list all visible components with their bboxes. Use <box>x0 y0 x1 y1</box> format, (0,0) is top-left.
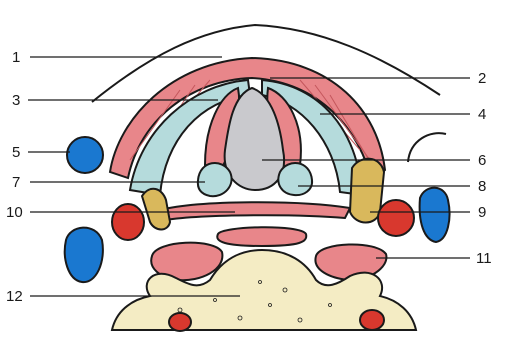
label-11: 11 <box>476 250 492 267</box>
label-12: 12 <box>6 288 23 305</box>
foramen-left <box>169 313 191 331</box>
foramen-right <box>360 310 384 330</box>
label-9: 9 <box>478 204 486 221</box>
artery-left <box>112 204 144 240</box>
label-10: 10 <box>6 204 23 221</box>
outline-hook <box>408 133 446 162</box>
artery-right <box>378 200 414 236</box>
label-7: 7 <box>12 174 20 191</box>
label-4: 4 <box>478 106 486 123</box>
label-6: 6 <box>478 152 486 169</box>
label-3: 3 <box>12 92 20 109</box>
vein-left-lower <box>65 228 103 283</box>
nerve-left <box>142 189 170 230</box>
esophagus <box>217 227 306 246</box>
posterior-muscle-band <box>160 202 350 220</box>
arytenoid-cartilage-right <box>278 163 312 195</box>
vein-left-upper <box>67 137 103 173</box>
label-2: 2 <box>478 70 486 87</box>
label-1: 1 <box>12 49 20 66</box>
vein-right <box>420 188 450 242</box>
arytenoid-cartilage-left <box>198 163 232 196</box>
label-5: 5 <box>12 144 20 161</box>
label-8: 8 <box>478 178 486 195</box>
